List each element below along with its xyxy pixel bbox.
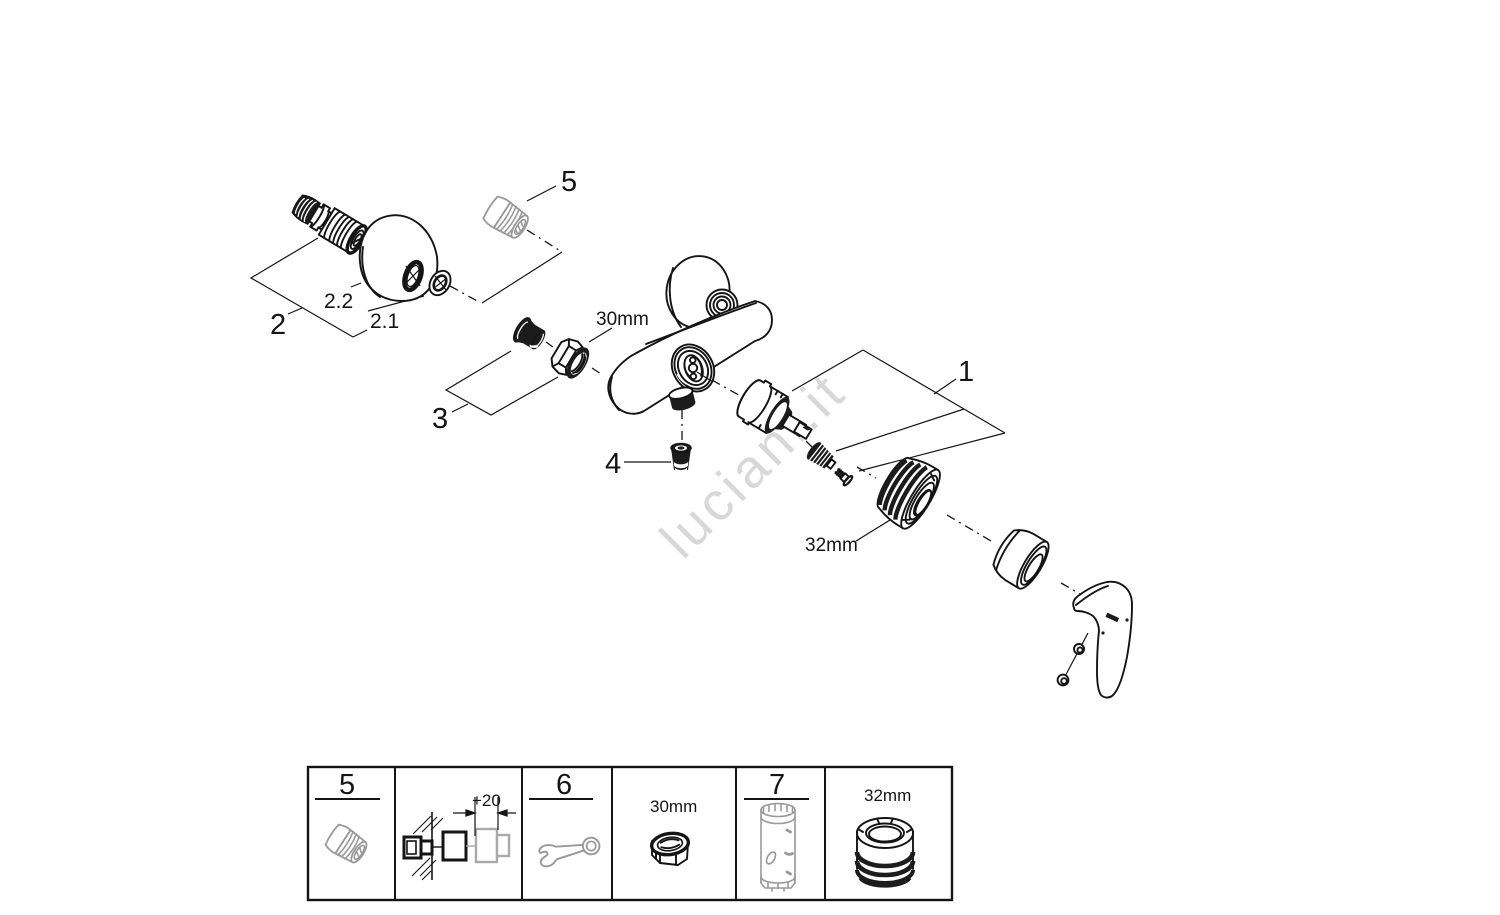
svg-text:2: 2 bbox=[270, 309, 286, 341]
svg-text:30mm: 30mm bbox=[596, 309, 649, 330]
svg-text:2.2: 2.2 bbox=[324, 290, 353, 313]
svg-text:+20: +20 bbox=[472, 791, 501, 810]
svg-text:4: 4 bbox=[605, 448, 621, 480]
svg-text:7: 7 bbox=[769, 769, 785, 801]
svg-text:5: 5 bbox=[561, 166, 577, 198]
svg-text:32mm: 32mm bbox=[864, 786, 911, 805]
svg-text:32mm: 32mm bbox=[805, 535, 858, 556]
svg-text:30mm: 30mm bbox=[650, 797, 697, 816]
svg-text:3: 3 bbox=[432, 403, 448, 435]
svg-text:1: 1 bbox=[958, 356, 974, 388]
svg-text:6: 6 bbox=[556, 769, 572, 801]
svg-text:5: 5 bbox=[339, 769, 355, 801]
svg-text:2.1: 2.1 bbox=[370, 310, 399, 333]
